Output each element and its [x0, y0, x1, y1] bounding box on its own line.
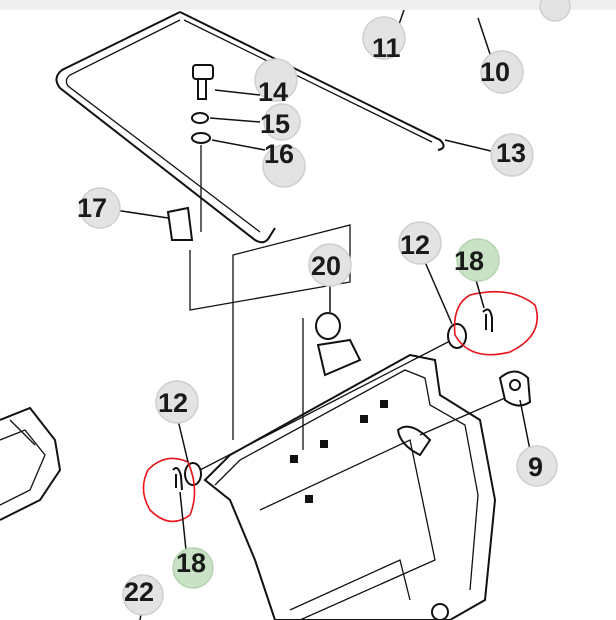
- washer-part-16: [191, 132, 211, 144]
- bushing-part-12-right: [447, 323, 467, 349]
- callout-12-left[interactable]: 12: [155, 380, 199, 424]
- bolt-part-14: [192, 64, 214, 100]
- clip-part-17: [166, 206, 194, 241]
- svg-text:10: 10: [480, 57, 510, 87]
- svg-text:18: 18: [454, 246, 484, 276]
- callout-22[interactable]: 22: [122, 574, 164, 616]
- rod-part-13: [55, 11, 445, 244]
- svg-text:20: 20: [311, 251, 341, 281]
- top-edge-bar: [0, 0, 616, 10]
- svg-text:18: 18: [176, 548, 206, 578]
- svg-text:12: 12: [400, 230, 430, 260]
- callout-17[interactable]: 17: [77, 187, 121, 229]
- bushing-part-20: [315, 312, 362, 377]
- callout-20[interactable]: 20: [308, 243, 352, 287]
- callout-9[interactable]: 9: [516, 445, 558, 487]
- callout-15[interactable]: 15: [260, 103, 301, 141]
- left-partial-assembly: [0, 406, 62, 521]
- svg-text:22: 22: [124, 577, 154, 607]
- svg-text:12: 12: [158, 388, 188, 418]
- pin-part-18-left: [172, 467, 183, 491]
- svg-text:9: 9: [528, 452, 543, 482]
- callout-11[interactable]: 11: [362, 16, 406, 63]
- callout-partial: [539, 0, 571, 22]
- main-frame: [203, 353, 497, 620]
- callout-13[interactable]: 13: [490, 133, 534, 177]
- callout-18-left[interactable]: 18: [172, 547, 214, 589]
- callout-14[interactable]: 14: [254, 58, 298, 107]
- bushing-part-12-left: [184, 462, 202, 486]
- svg-text:14: 14: [258, 77, 288, 107]
- callout-10[interactable]: 10: [480, 50, 524, 94]
- callout-16[interactable]: 16: [262, 139, 306, 188]
- svg-text:17: 17: [77, 193, 107, 223]
- callout-18-right[interactable]: 18: [454, 238, 500, 282]
- highlight-circle-right: [453, 290, 539, 356]
- pin-part-18-right: [482, 308, 493, 332]
- highlight-circle-left: [142, 457, 196, 523]
- svg-text:15: 15: [260, 109, 290, 139]
- svg-text:16: 16: [264, 139, 294, 169]
- guide-part-9: [498, 370, 532, 407]
- nut-part-15: [191, 112, 209, 124]
- svg-text:13: 13: [496, 138, 526, 168]
- svg-text:11: 11: [372, 33, 401, 63]
- callout-12-right[interactable]: 12: [398, 221, 442, 265]
